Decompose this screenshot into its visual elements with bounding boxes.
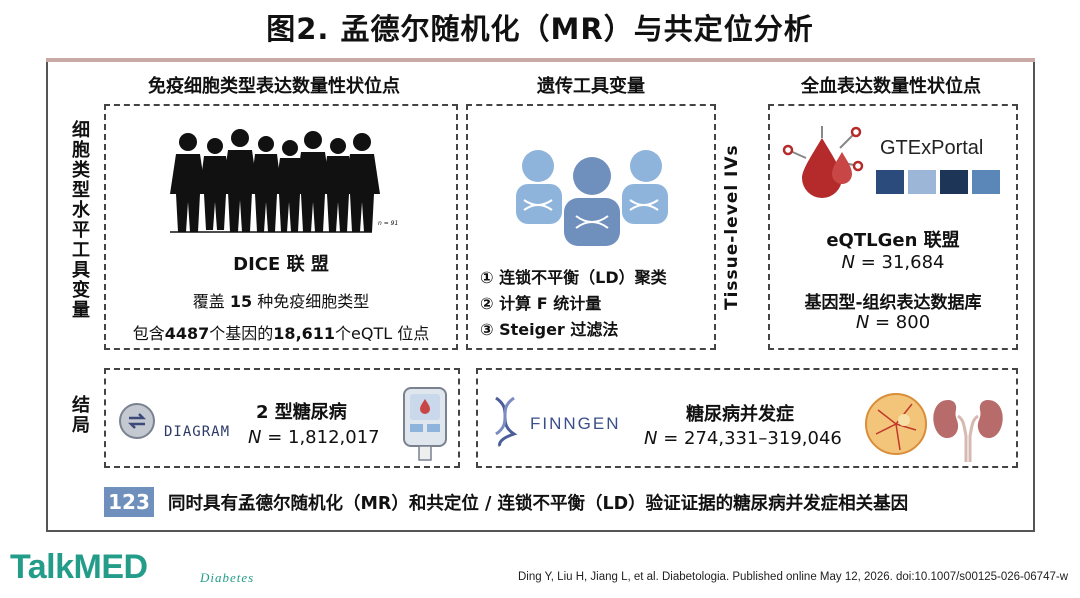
step-f-statistic: ② 计算 F 统计量 (480, 294, 602, 313)
instrument-label: 细胞类型水平工具变量 (69, 120, 90, 320)
diagram-logo-text: DIAGRAM (164, 424, 231, 440)
crowd-silhouette-icon (170, 129, 380, 233)
gtex-portal-logo: GTExPortal (880, 137, 984, 159)
dice-consortium: DICE 联 盟 (233, 254, 329, 275)
genetic-heading: 遗传工具变量 (537, 76, 645, 97)
whole-blood-heading: 全血表达数量性状位点 (801, 76, 981, 97)
frame-top-accent (46, 58, 1035, 62)
finngen-logo-text: FINNGEN (530, 414, 621, 433)
complications-sample-size: N = 274,331–319,046 (644, 428, 842, 449)
journal-name: Diabetes (200, 570, 255, 585)
step-ld-clumping: ① 连锁不平衡（LD）聚类 (480, 268, 667, 287)
eye-kidney-icon (865, 393, 1003, 462)
talkmed-logo: TalkMED (10, 548, 148, 586)
dice-eqtl-count: 包含4487个基因的18,611个eQTL 位点 (132, 324, 430, 343)
result-description: 同时具有孟德尔随机化（MR）和共定位 / 连锁不平衡（LD）验证证据的糖尿病并发… (168, 494, 909, 514)
complications-box (476, 368, 1018, 468)
figure-title: 图2. 孟德尔随机化（MR）与共定位分析 (266, 12, 814, 46)
eqtlgen-sample-size: N = 31,684 (841, 252, 945, 273)
sample-size-mark: n = 91 (378, 220, 399, 227)
t2d-sample-size: N = 1,812,017 (248, 427, 380, 448)
t2d-name: 2 型糖尿病 (256, 402, 347, 423)
immune-heading: 免疫细胞类型表达数量性状位点 (148, 76, 400, 97)
genetic-box (466, 104, 716, 350)
citation: Ding Y, Liu H, Jiang L, et al. Diabetolo… (517, 571, 1068, 583)
eqtlgen-consortium: eQTLGen 联盟 (826, 230, 960, 251)
gtex-thumbnail-strip (876, 170, 1002, 194)
diagram-logo-icon (119, 403, 155, 439)
gtex-database: 基因型-组织表达数据库 (804, 293, 982, 313)
complications-name: 糖尿病并发症 (686, 404, 794, 425)
blood-drop-icon (782, 126, 864, 198)
people-dna-icon (516, 150, 668, 246)
outcome-label: 结局 (69, 395, 90, 435)
dice-cell-types: 覆盖 15 种免疫细胞类型 (192, 292, 370, 311)
result-count-badge: 123 (104, 487, 154, 517)
glucose-meter-icon (403, 387, 447, 461)
finngen-dna-icon (495, 396, 518, 447)
gtex-sample-size: N = 800 (855, 312, 931, 333)
tissue-level-label: Tissue-level IVs (722, 144, 742, 310)
t2d-box (104, 368, 460, 468)
whole-blood-box (768, 104, 1018, 350)
step-steiger-filter: ③ Steiger 过滤法 (480, 320, 619, 339)
immune-box (104, 104, 458, 350)
